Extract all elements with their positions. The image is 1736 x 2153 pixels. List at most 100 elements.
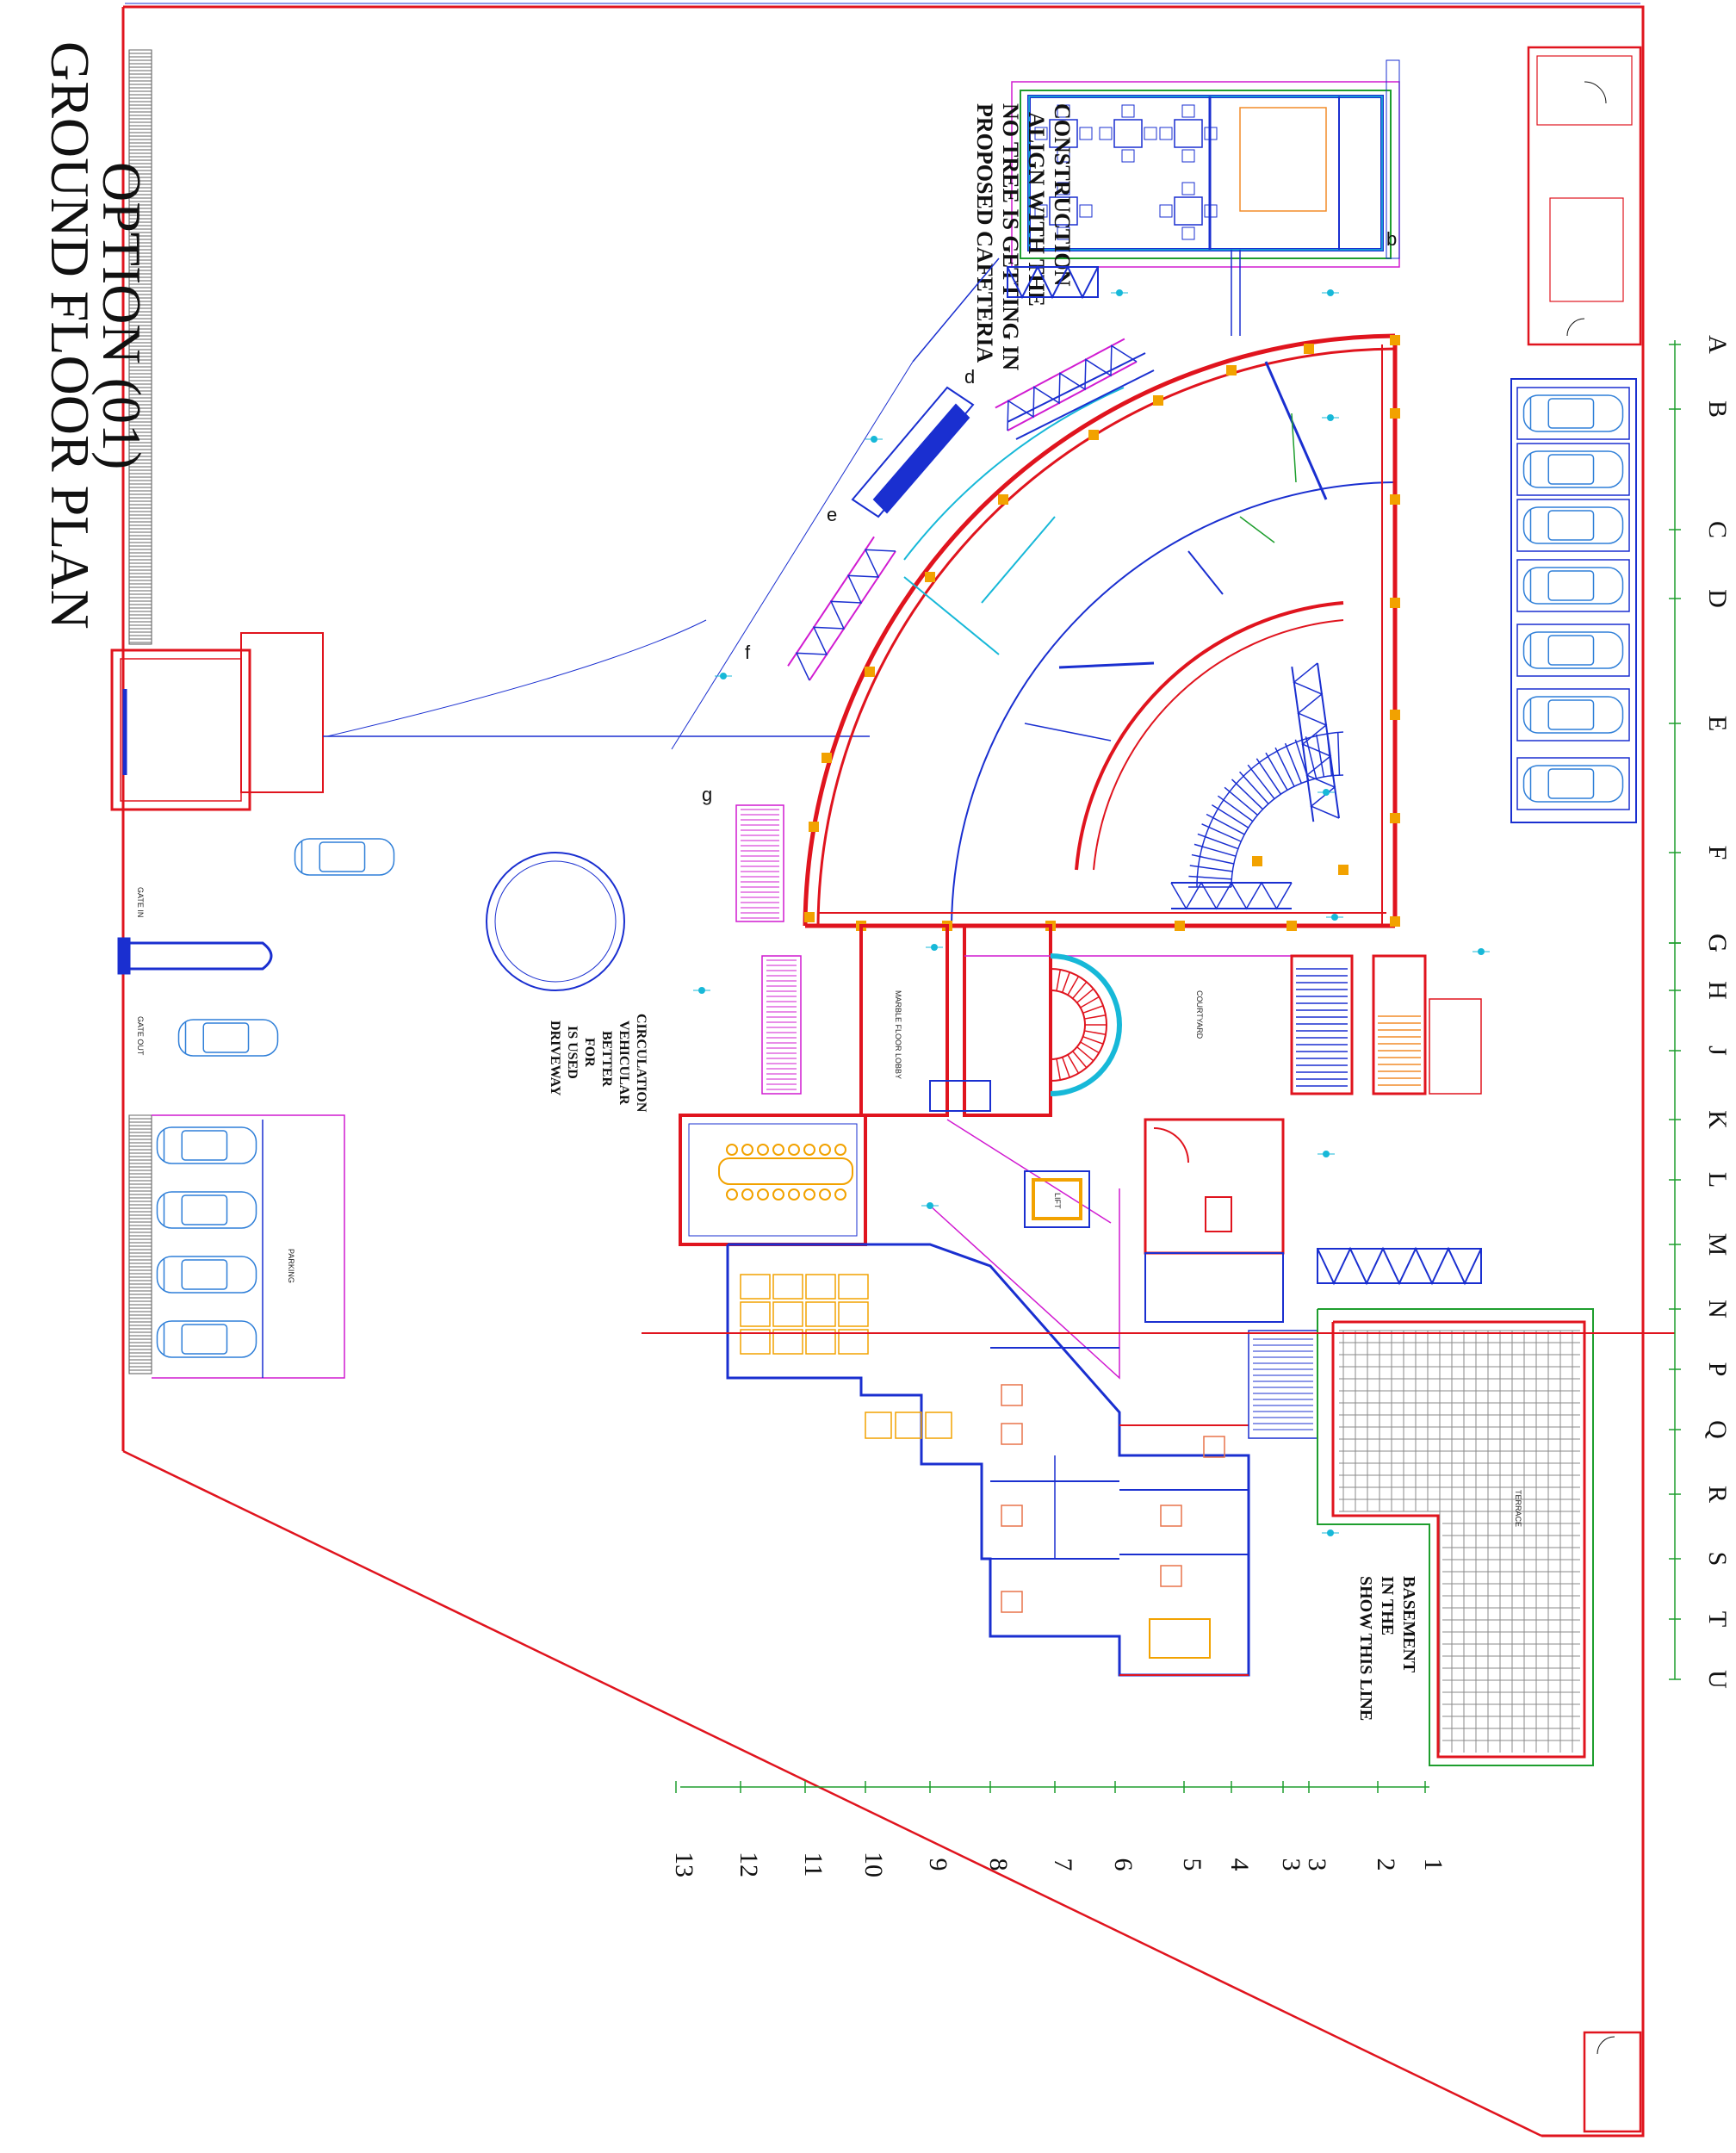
- car: [156, 1320, 257, 1358]
- cafe-chair: [1057, 182, 1070, 195]
- stair-tread: [1211, 803, 1249, 828]
- car: [1522, 506, 1624, 544]
- stair-tread: [1217, 795, 1254, 822]
- conference-chair: [819, 1188, 831, 1201]
- grid-letter: H: [1703, 981, 1732, 1000]
- grid-letter: G: [1703, 934, 1732, 952]
- grid-letter: F: [1703, 846, 1732, 860]
- cafe-chair: [1144, 127, 1157, 140]
- cafeteria-ramp: [1007, 264, 1099, 300]
- column: [809, 822, 819, 832]
- stair-tread: [1201, 823, 1242, 842]
- car-body: [156, 1256, 257, 1294]
- column: [1153, 395, 1163, 406]
- circ-tread: [1084, 1014, 1107, 1020]
- cafe-table: [1049, 196, 1078, 226]
- office-chair: [1001, 1423, 1023, 1445]
- workstation-desk: [838, 1329, 869, 1355]
- conference-chair: [803, 1188, 815, 1201]
- stair-tread: [1194, 843, 1237, 857]
- column: [865, 667, 875, 677]
- grid-number: 12: [735, 1852, 763, 1877]
- column: [998, 494, 1008, 505]
- neighbour-building: [1527, 46, 1642, 346]
- car: [1522, 567, 1624, 605]
- car: [1522, 696, 1624, 734]
- car: [156, 1256, 257, 1294]
- left-stair: [735, 804, 802, 1095]
- cafe-chair: [1099, 127, 1113, 140]
- cafe-chair: [1181, 226, 1195, 240]
- terrace-label: TERRACE: [1514, 1490, 1522, 1527]
- stair-tread: [1316, 734, 1325, 778]
- workstation-desk: [805, 1274, 836, 1300]
- workstation-desk: [805, 1301, 836, 1327]
- stair-tread: [1265, 752, 1288, 791]
- office-chair: [1001, 1505, 1023, 1527]
- stair-tread: [1336, 732, 1341, 776]
- grid-letter: S: [1703, 1552, 1732, 1567]
- cafe-chair: [1034, 127, 1048, 140]
- cafe-chair: [1121, 104, 1135, 118]
- column: [804, 912, 815, 922]
- guard-room: [110, 632, 324, 811]
- gate-in-label: GATE IN: [136, 887, 145, 917]
- parking-bay: [1516, 559, 1630, 612]
- terrace-tile-grid: [1339, 1330, 1580, 1753]
- grid-number: 9: [924, 1858, 952, 1871]
- grid-letter: J: [1703, 1045, 1732, 1056]
- courtyard-label: COURTYARD: [1195, 990, 1204, 1039]
- lower-stair-treads: [1253, 1338, 1313, 1430]
- cafe-table: [1113, 119, 1143, 148]
- column: [822, 753, 832, 763]
- grid-number: 2: [1372, 1858, 1400, 1871]
- stair-tread: [1189, 865, 1233, 872]
- marble-lobby-label: MARBLE FLOOR LOBBY: [894, 990, 902, 1079]
- office-outline: [726, 1243, 1250, 1677]
- stair-tread: [1224, 786, 1258, 816]
- car: [1522, 394, 1624, 432]
- circ-tread: [1056, 1058, 1062, 1081]
- section-marker-e: e: [827, 504, 837, 525]
- car-cabin: [181, 1194, 228, 1225]
- right-parking-block: [1510, 378, 1637, 823]
- grid-letter: R: [1703, 1486, 1732, 1503]
- parking-bay: [1516, 757, 1630, 810]
- circ-tread: [1061, 971, 1070, 993]
- conference-chair: [726, 1144, 738, 1156]
- grid-number-ticks: [675, 1781, 1426, 1793]
- workstation-cluster: [740, 1274, 952, 1439]
- workstation-desk: [895, 1412, 922, 1439]
- car-cabin: [319, 841, 366, 872]
- conference-chair: [741, 1188, 753, 1201]
- cafe-chair: [1159, 127, 1173, 140]
- grid-number: 10: [859, 1852, 888, 1877]
- title-line-1: GROUND FLOOR PLAN: [40, 41, 101, 630]
- circ-tread: [1056, 969, 1062, 991]
- column: [1390, 598, 1400, 608]
- cafe-table: [1049, 119, 1078, 148]
- office-chair: [1001, 1591, 1023, 1613]
- office-red-partitions: [1119, 1424, 1249, 1676]
- column: [1175, 921, 1185, 931]
- office-chairs: [1001, 1384, 1225, 1613]
- basement-line-2: IN THE: [1378, 1576, 1397, 1635]
- landscape-markers: [693, 289, 1490, 1536]
- ramp-edge: [1317, 662, 1340, 819]
- cafe-note-1: PROPOSED CAFETERIA: [972, 103, 997, 363]
- ramp-zigzag: [1170, 881, 1293, 910]
- grid-letter: N: [1703, 1300, 1732, 1318]
- circ-tread: [1072, 1051, 1088, 1069]
- stair-tread: [1206, 813, 1245, 835]
- driveway-line-4: BETTER: [599, 1031, 614, 1087]
- conference-chair: [741, 1144, 753, 1156]
- car: [156, 1126, 257, 1164]
- car: [294, 838, 395, 876]
- parking-bay: [1516, 688, 1630, 741]
- car-body: [1522, 765, 1624, 803]
- car-body: [1522, 631, 1624, 669]
- column: [1286, 921, 1297, 931]
- cafe-chair: [1181, 182, 1195, 195]
- cafe-table: [1174, 196, 1203, 226]
